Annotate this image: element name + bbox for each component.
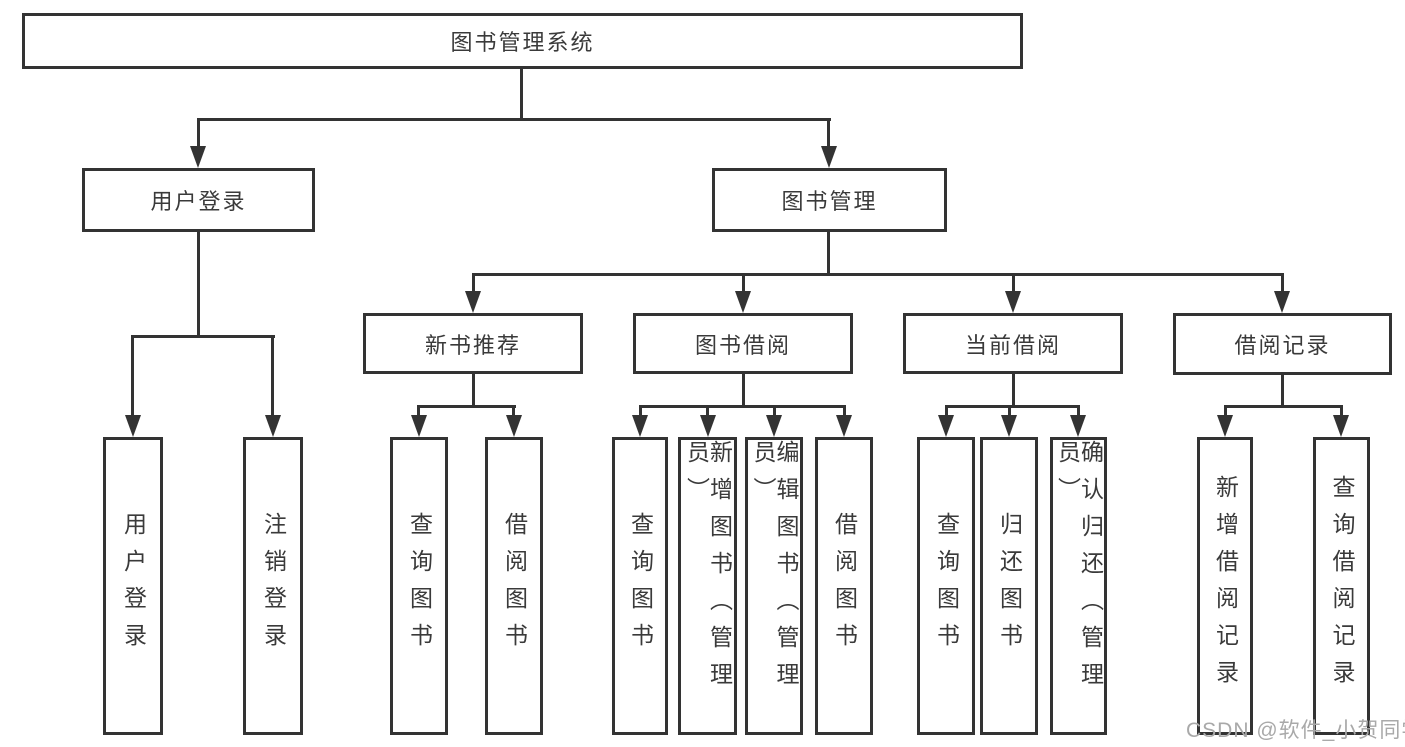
connector-book-mgmt-stem — [827, 118, 830, 149]
connector-l3-stem — [472, 273, 475, 294]
node-label: 确认归还（管理员） — [1054, 440, 1104, 699]
node-rec-query-book: 查询图书 — [390, 437, 448, 735]
node-label: 新增图书（管理员） — [683, 440, 733, 699]
node-bb-borrow-book: 借阅图书 — [815, 437, 873, 735]
arrow-leaf — [1070, 415, 1086, 437]
node-bb-edit-book-admin: 编辑图书（管理员） — [745, 437, 803, 735]
connector-leaf-stem — [271, 335, 274, 418]
node-label: 借阅图书 — [831, 512, 858, 660]
node-label: 用户登录 — [150, 189, 247, 214]
arrow-leaf — [1333, 415, 1349, 437]
connector-login-down — [197, 232, 200, 335]
node-label: 新书推荐 — [424, 332, 521, 358]
node-label: 图书借阅 — [694, 332, 791, 358]
connector-l3-stem — [1012, 273, 1015, 294]
arrow-leaf — [1001, 415, 1017, 437]
connector-mgmt-down — [827, 232, 830, 273]
arrow-leaf — [1217, 415, 1233, 437]
node-label: 归还图书 — [996, 512, 1023, 660]
node-cb-return-book: 归还图书 — [980, 437, 1038, 735]
arrow-leaf — [125, 415, 141, 437]
node-label: 查询图书 — [406, 512, 433, 660]
node-label: 注销登录 — [260, 512, 287, 660]
node-current-borrow: 当前借阅 — [903, 313, 1123, 374]
arrow-leaf — [700, 415, 716, 437]
node-label: 借阅图书 — [501, 512, 528, 660]
arrow-user-login — [190, 146, 206, 168]
arrow-leaf — [506, 415, 522, 437]
node-label: 新增借阅记录 — [1212, 475, 1239, 697]
node-library-system: 图书管理系统 — [22, 13, 1023, 69]
node-label: 查询图书 — [933, 512, 960, 660]
node-borrow-record: 借阅记录 — [1173, 313, 1392, 375]
arrow-current-borrow — [1005, 291, 1021, 313]
arrow-new-book-rec — [465, 291, 481, 313]
node-label: 图书管理 — [781, 189, 878, 214]
node-label: 当前借阅 — [964, 332, 1061, 358]
node-cb-confirm-return-admin: 确认归还（管理员） — [1050, 437, 1107, 735]
connector-record-span — [1224, 405, 1343, 408]
connector-leaf-stem — [1008, 405, 1011, 418]
connector-leaf-stem — [773, 405, 776, 418]
connector-mgmt-span — [472, 273, 1284, 276]
connector-leaf-stem — [639, 405, 642, 418]
arrow-leaf — [766, 415, 782, 437]
node-label: 图书管理系统 — [450, 30, 595, 55]
node-new-book-rec: 新书推荐 — [363, 313, 583, 374]
connector-leaf-stem — [1340, 405, 1343, 418]
connector-current-span — [945, 405, 1080, 408]
node-book-borrow: 图书借阅 — [633, 313, 853, 374]
connector-rec-down — [472, 374, 475, 405]
node-leaf-user-login: 用户登录 — [103, 437, 163, 735]
node-label: 用户登录 — [120, 512, 147, 660]
connector-l3-stem — [742, 273, 745, 294]
arrow-leaf — [632, 415, 648, 437]
node-bb-add-book-admin: 新增图书（管理员） — [678, 437, 737, 735]
node-br-add-record: 新增借阅记录 — [1197, 437, 1253, 735]
connector-leaf-stem — [131, 335, 134, 418]
arrow-leaf — [411, 415, 427, 437]
connector-root-stem — [520, 69, 523, 118]
connector-leaf-stem — [843, 405, 846, 418]
node-leaf-logout: 注销登录 — [243, 437, 303, 735]
arrow-leaf — [938, 415, 954, 437]
connector-borrow-span — [639, 405, 846, 408]
connector-user-login-stem — [197, 118, 200, 149]
arrow-leaf — [265, 415, 281, 437]
node-user-login: 用户登录 — [82, 168, 315, 232]
arrow-book-mgmt — [821, 146, 837, 168]
connector-login-span — [132, 335, 275, 338]
connector-l3-stem — [1281, 273, 1284, 294]
connector-leaf-stem — [706, 405, 709, 418]
node-rec-borrow-book: 借阅图书 — [485, 437, 543, 735]
connector-leaf-stem — [1224, 405, 1227, 418]
connector-leaf-stem — [945, 405, 948, 418]
arrow-borrow-record — [1274, 291, 1290, 313]
node-book-mgmt: 图书管理 — [712, 168, 947, 232]
connector-root-span — [197, 118, 831, 121]
connector-record-down — [1281, 374, 1284, 405]
node-label: 借阅记录 — [1234, 333, 1331, 358]
connector-leaf-stem — [512, 405, 515, 418]
node-label: 查询借阅记录 — [1329, 475, 1355, 697]
node-label: 编辑图书（管理员） — [750, 440, 799, 699]
arrow-leaf — [836, 415, 852, 437]
connector-leaf-stem — [417, 405, 420, 418]
connector-current-down — [1012, 374, 1015, 405]
node-label: 查询图书 — [627, 512, 654, 660]
node-br-query-record: 查询借阅记录 — [1313, 437, 1370, 735]
connector-rec-span — [418, 405, 516, 408]
csdn-watermark: CSDN @软件_小贺同学 — [1186, 719, 1405, 742]
connector-borrow-down — [742, 374, 745, 405]
arrow-book-borrow — [735, 291, 751, 313]
connector-leaf-stem — [1077, 405, 1080, 418]
node-cb-query-book: 查询图书 — [917, 437, 975, 735]
node-bb-query-book: 查询图书 — [612, 437, 668, 735]
